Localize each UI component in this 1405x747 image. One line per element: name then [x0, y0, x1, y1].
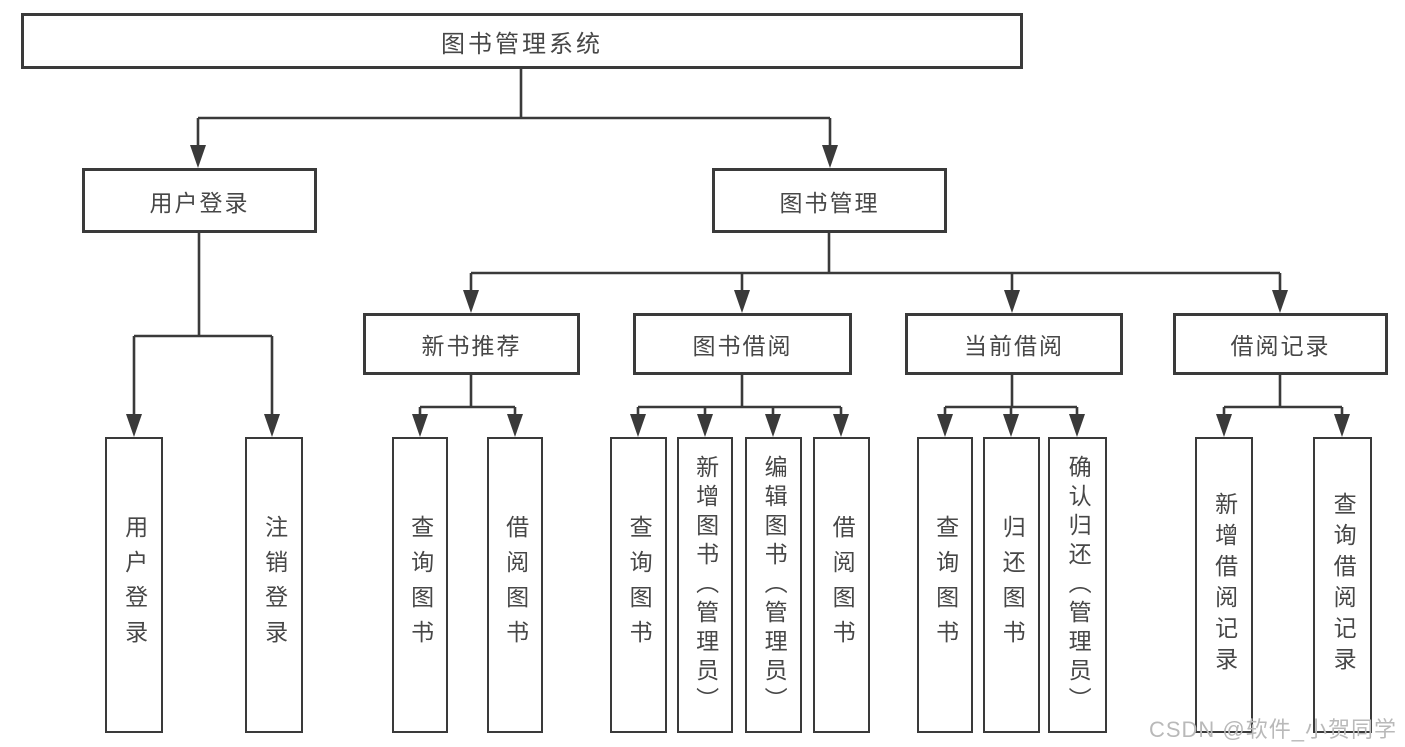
node-book-borrowing: 图书借阅	[633, 313, 852, 375]
leaf-label: 查询借阅记录	[1330, 492, 1357, 678]
leaf-return-books: 归还图书	[983, 437, 1040, 733]
arrow-down-icon	[1216, 414, 1232, 437]
leaf-label: 借阅图书	[829, 515, 856, 655]
leaf-borrow-books: 借阅图书	[813, 437, 870, 733]
leaf-label: 编辑图书（管理员）	[761, 454, 788, 716]
arrow-down-icon	[1003, 414, 1019, 437]
leaf-label: 借阅图书	[502, 515, 529, 655]
arrow-down-icon	[1272, 290, 1288, 313]
arrow-down-icon	[833, 414, 849, 437]
leaf-label: 新增借阅记录	[1211, 492, 1238, 678]
leaf-add-borrow-record: 新增借阅记录	[1195, 437, 1253, 733]
arrow-down-icon	[822, 145, 838, 168]
leaf-confirm-return-admin: 确认归还（管理员）	[1048, 437, 1107, 733]
leaf-query-borrow-record: 查询借阅记录	[1313, 437, 1372, 733]
node-borrowing-records: 借阅记录	[1173, 313, 1388, 375]
leaf-label: 查询图书	[932, 515, 959, 655]
arrow-down-icon	[937, 414, 953, 437]
arrow-down-icon	[765, 414, 781, 437]
arrow-down-icon	[1004, 290, 1020, 313]
arrow-down-icon	[412, 414, 428, 437]
node-current-borrowing: 当前借阅	[905, 313, 1123, 375]
node-book-management: 图书管理	[712, 168, 947, 233]
leaf-query-books-borrow: 查询图书	[610, 437, 667, 733]
arrow-down-icon	[507, 414, 523, 437]
leaf-label: 确认归还（管理员）	[1065, 454, 1092, 716]
node-library-management-system: 图书管理系统	[21, 13, 1023, 69]
connector-edges	[132, 68, 1344, 430]
leaf-query-books-current: 查询图书	[917, 437, 973, 733]
leaf-query-books-recommend: 查询图书	[392, 437, 448, 733]
arrow-down-icon	[1069, 414, 1085, 437]
arrow-down-icon	[190, 145, 206, 168]
leaf-label: 新增图书（管理员）	[692, 454, 719, 716]
leaf-user-login: 用户登录	[105, 437, 163, 733]
leaf-label: 查询图书	[626, 515, 653, 655]
node-user-login: 用户登录	[82, 168, 317, 233]
arrow-down-icon	[463, 290, 479, 313]
arrow-down-icon	[126, 414, 142, 437]
leaf-add-books-admin: 新增图书（管理员）	[677, 437, 733, 733]
arrow-down-icon	[630, 414, 646, 437]
arrowheads	[126, 145, 1350, 437]
node-new-book-recommendation: 新书推荐	[363, 313, 580, 375]
watermark: CSDN @软件_小贺同学	[1148, 717, 1397, 742]
arrow-down-icon	[1334, 414, 1350, 437]
arrow-down-icon	[264, 414, 280, 437]
leaf-label: 查询图书	[407, 515, 434, 655]
arrow-down-icon	[734, 290, 750, 313]
arrow-down-icon	[697, 414, 713, 437]
leaf-label: 归还图书	[999, 515, 1026, 655]
leaf-edit-books-admin: 编辑图书（管理员）	[745, 437, 802, 733]
leaf-borrow-books-recommend: 借阅图书	[487, 437, 543, 733]
leaf-label: 用户登录	[121, 515, 148, 655]
leaf-label: 注销登录	[261, 515, 288, 655]
leaf-logout: 注销登录	[245, 437, 303, 733]
